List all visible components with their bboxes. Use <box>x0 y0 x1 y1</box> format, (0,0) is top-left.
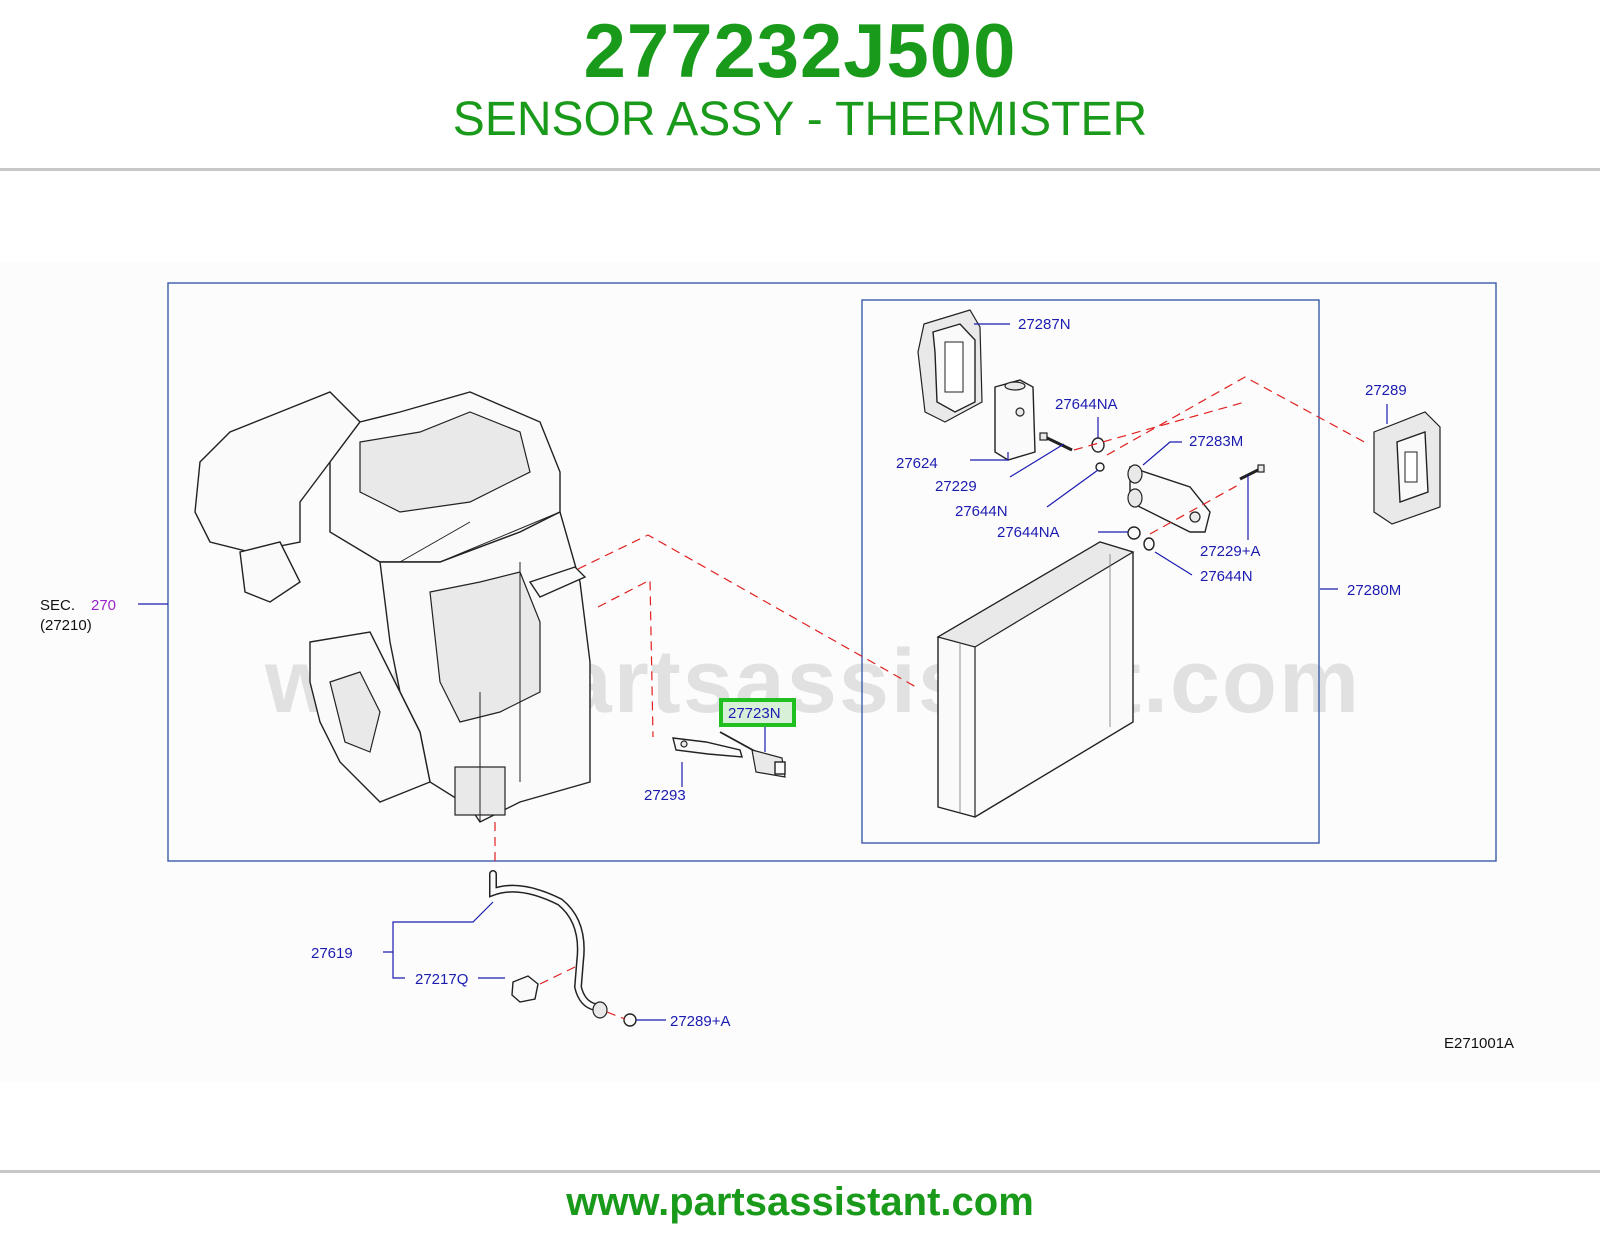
label-27283M[interactable]: 27283M <box>1189 433 1243 450</box>
thermistor-sensor-27723N[interactable] <box>719 731 786 778</box>
seal-27289[interactable] <box>1373 411 1441 525</box>
o-ring-27644N-top[interactable] <box>1095 462 1105 472</box>
leader-27624 <box>970 452 1009 461</box>
grommet-27289A[interactable] <box>623 1013 637 1027</box>
heater-unit-housing[interactable] <box>194 391 591 823</box>
diagram-code: E271001A <box>1444 1035 1514 1052</box>
label-27644NA-mid[interactable]: 27644NA <box>997 524 1060 541</box>
label-27289[interactable]: 27289 <box>1365 382 1407 399</box>
leader-27283M <box>1142 441 1182 466</box>
bolt-27229[interactable] <box>1039 432 1073 452</box>
expansion-valve-27624[interactable] <box>994 379 1036 461</box>
label-27644N-bot[interactable]: 27644N <box>1200 568 1253 585</box>
label-27229A[interactable]: 27229+A <box>1200 543 1260 560</box>
dash-grommet <box>606 1011 626 1020</box>
label-27723N[interactable]: 27723N <box>728 705 781 722</box>
label-27287N[interactable]: 27287N <box>1018 316 1071 333</box>
label-27624[interactable]: 27624 <box>896 455 938 472</box>
header-divider <box>0 168 1600 171</box>
leader-27644N-bot <box>1154 551 1193 576</box>
o-ring-27644N-bot[interactable] <box>1143 537 1155 551</box>
label-27280M[interactable]: 27280M <box>1347 582 1401 599</box>
parts-diagram-svg: www.partsassistant.com <box>40 282 1514 1052</box>
dash-joint <box>1149 483 1241 535</box>
dash-valve-seal <box>1106 376 1369 456</box>
label-27644NA-top[interactable]: 27644NA <box>1055 396 1118 413</box>
footer-website-link[interactable]: www.partsassistant.com <box>566 1180 1034 1224</box>
dash-housing-evaporator <box>577 534 917 688</box>
section-number-link[interactable]: 270 <box>91 597 116 614</box>
label-27217Q[interactable]: 27217Q <box>415 971 468 988</box>
label-27229[interactable]: 27229 <box>935 478 977 495</box>
clip-27217Q[interactable] <box>511 975 539 1003</box>
evaporator-core[interactable] <box>936 541 1135 818</box>
part-number-title: 277232J500 <box>583 9 1017 94</box>
section-prefix: SEC. <box>40 597 75 614</box>
pipe-joint-27283M[interactable] <box>1127 464 1211 533</box>
dash-clip <box>539 966 576 985</box>
leader-27619-branch <box>392 952 405 979</box>
label-27289A[interactable]: 27289+A <box>670 1013 730 1030</box>
part-description: SENSOR ASSY - THERMISTER <box>452 93 1148 146</box>
highlight-box-27723N <box>719 698 796 727</box>
label-27619[interactable]: 27619 <box>311 945 353 962</box>
dash-housing-sensor <box>597 579 654 738</box>
bracket-27293[interactable] <box>672 737 743 758</box>
label-27644N-top[interactable]: 27644N <box>955 503 1008 520</box>
leader-27619 <box>383 901 494 953</box>
bolt-27229A[interactable] <box>1239 464 1265 481</box>
evaporator-frame <box>861 299 1320 844</box>
parts-diagram: www.partsassistant.com <box>0 262 1600 1082</box>
grommet-27287N[interactable] <box>917 309 983 423</box>
outer-frame <box>167 282 1497 862</box>
section-sub: (27210) <box>40 617 92 634</box>
footer-divider <box>0 1170 1600 1173</box>
drain-hose-27619[interactable] <box>489 870 608 1019</box>
leader-27229 <box>1009 443 1065 478</box>
leader-27644N-top <box>1046 469 1099 508</box>
o-ring-27644NA-mid[interactable] <box>1127 526 1141 540</box>
label-27293[interactable]: 27293 <box>644 787 686 804</box>
